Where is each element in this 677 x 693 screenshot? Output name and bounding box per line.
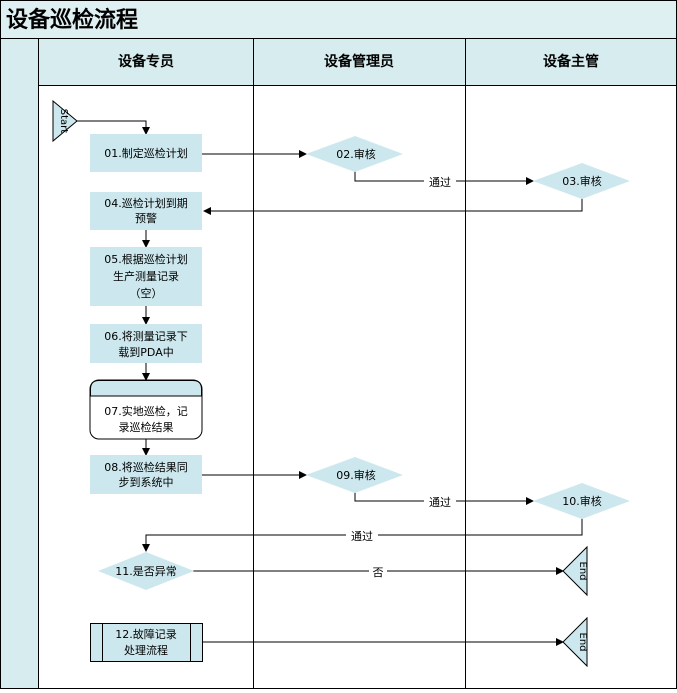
start-node <box>52 99 78 143</box>
edge-label-bg <box>424 173 456 189</box>
node-05-line-2: 生产测量记录 <box>113 269 179 283</box>
lane-label-specialist: 设备专员 <box>118 53 174 70</box>
node-06-line-1: 06.将测量记录下 <box>104 330 188 343</box>
node-05-line-1: 05.根据巡检计划 <box>104 252 188 266</box>
page-title: 设备巡检流程 <box>6 7 138 33</box>
node-08-line-2: 步到系统中 <box>119 476 174 489</box>
lane-header-specialist <box>38 38 254 86</box>
lane-label-admin: 设备管理员 <box>324 53 394 70</box>
decision-node-11 <box>98 552 194 590</box>
node-10-label: 10.审核 <box>562 494 602 508</box>
node-02-label: 02.审核 <box>336 147 376 161</box>
node-03-label: 03.审核 <box>562 174 602 188</box>
process-node-08 <box>90 455 202 494</box>
decision-node-02 <box>306 136 403 172</box>
start-label: Start <box>58 109 69 134</box>
edge-label-pass-3: 通过 <box>351 530 373 543</box>
node-04-line-1: 04.巡检计划到期 <box>104 196 188 210</box>
decision-node-03 <box>533 163 630 199</box>
node-01-line-1: 01.制定巡检计划 <box>104 146 188 160</box>
end-node-1 <box>562 545 588 597</box>
node-11-label: 11.是否异常 <box>115 565 177 578</box>
node-07-line-2: 录巡检结果 <box>119 420 174 434</box>
node-05-line-3: （空） <box>130 286 163 300</box>
end-label-1: End <box>577 561 588 580</box>
node-12-line-2: 处理流程 <box>124 643 168 657</box>
process-node-06 <box>90 324 202 363</box>
node-07-header <box>90 380 202 397</box>
end-node-2 <box>562 616 588 668</box>
edge-09-10 <box>354 491 534 505</box>
decision-node-10 <box>533 483 630 519</box>
decision-node-09 <box>306 457 403 493</box>
title-bar <box>0 0 677 39</box>
edge-label-pass-1: 通过 <box>429 176 451 189</box>
edge-label-pass-2: 通过 <box>429 496 451 509</box>
process-node-05 <box>90 247 202 306</box>
subprocess-node-12 <box>90 623 203 662</box>
edge-label-bg <box>424 493 456 509</box>
end-label-2: End <box>577 632 588 651</box>
lane-label-supervisor: 设备主管 <box>543 53 599 70</box>
edge-label-bg <box>369 563 387 579</box>
node-12-line-1: 12.故障记录 <box>115 627 177 641</box>
edge-label-bg <box>346 527 378 543</box>
edge-02-03 <box>354 170 534 185</box>
node-07-line-1: 07.实地巡检，记 <box>104 404 188 418</box>
node-08-line-1: 08.将巡检结果同 <box>104 460 188 474</box>
process-node-04 <box>90 192 202 230</box>
edge-03-04 <box>203 197 583 215</box>
node-09-label: 09.审核 <box>336 468 376 482</box>
edge-start-01 <box>77 120 150 135</box>
node-04-line-2: 预警 <box>135 211 157 225</box>
pool-gutter <box>0 38 39 689</box>
edge-label-no: 否 <box>373 566 384 579</box>
node-06-line-2: 载到PDA中 <box>118 346 173 359</box>
process-node-01 <box>90 134 202 172</box>
lane-header-supervisor <box>465 38 677 86</box>
